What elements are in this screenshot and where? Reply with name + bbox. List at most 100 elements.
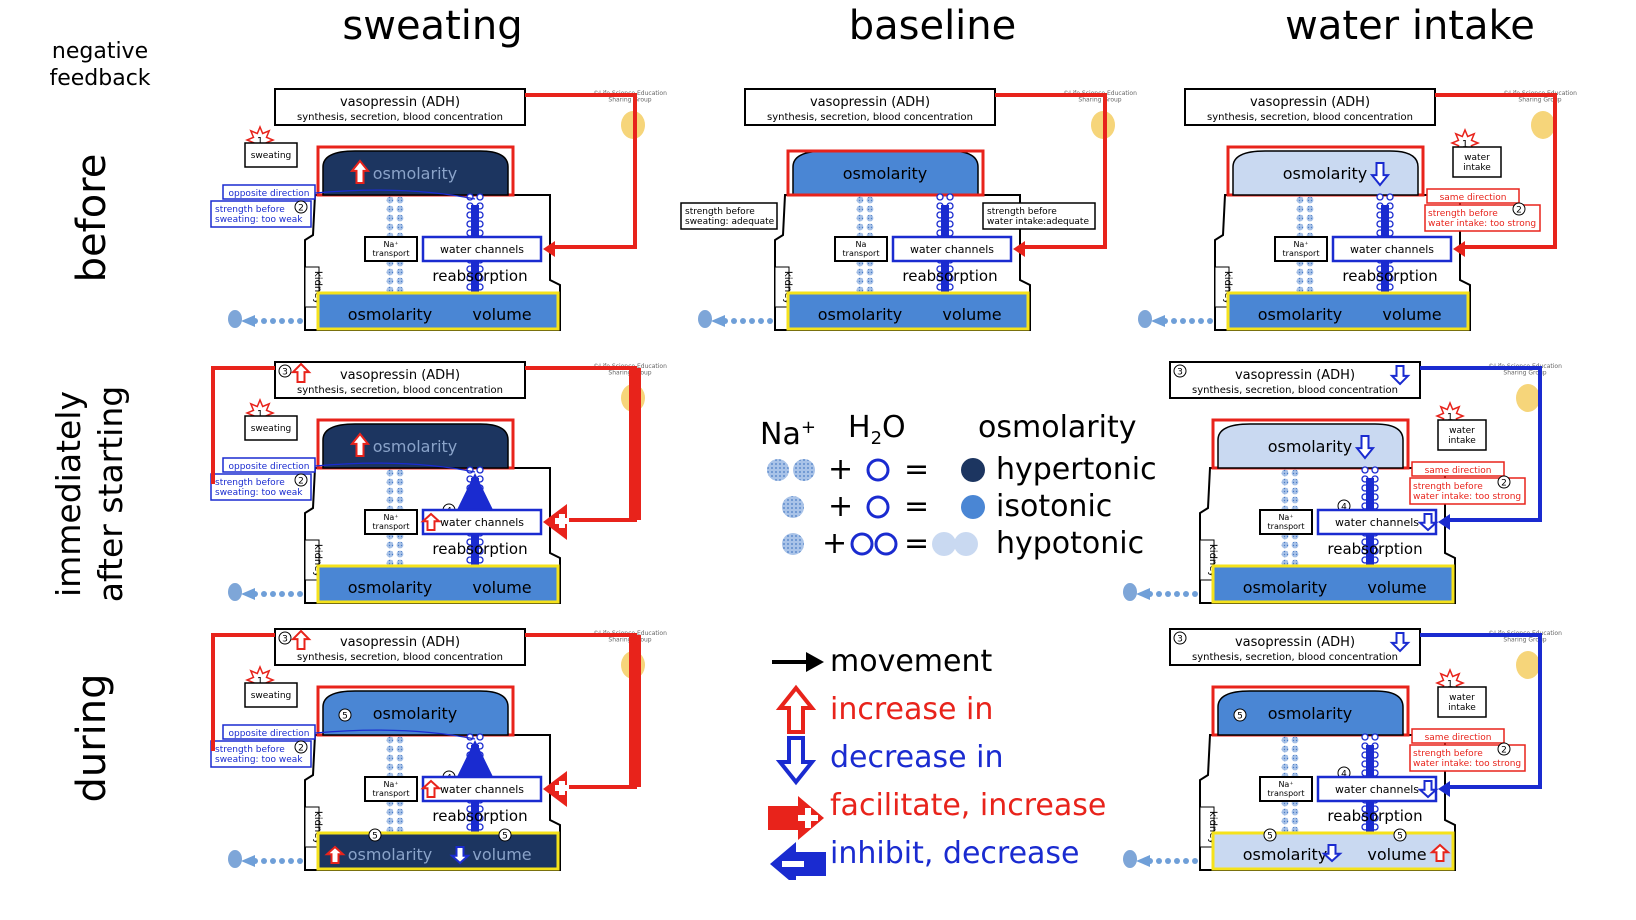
step-number-marker — [278, 364, 292, 378]
water-flow-increase — [453, 740, 497, 785]
blood-osmolarity-fill — [322, 690, 509, 736]
na-ion-icon — [396, 496, 404, 504]
na-ion-icon — [386, 541, 394, 549]
na-ion-icon — [1296, 223, 1304, 231]
na-ion-icon — [386, 205, 394, 213]
kidney-outline — [304, 734, 561, 871]
na-ion-icon — [396, 550, 404, 558]
na-ion-icon — [856, 205, 864, 213]
step-number: 4 — [1341, 770, 1347, 780]
urine-flow-dot — [1207, 318, 1213, 324]
na-ion-icon — [767, 459, 789, 481]
na-ion-icon — [1291, 754, 1299, 762]
urine-flow-dot — [1165, 591, 1171, 597]
strength-box — [680, 202, 778, 230]
na-ion-icon — [396, 817, 404, 825]
water-molecule-icon — [874, 532, 898, 556]
urine-flow-dot — [279, 318, 285, 324]
facilitate-arrow-icon — [1453, 241, 1465, 257]
water-flow-bar — [1381, 205, 1389, 320]
na-ion-icon — [396, 745, 404, 753]
kidney-label: kidney — [312, 544, 323, 577]
kidney-label: kidney — [1207, 544, 1218, 577]
water-channels-box — [421, 235, 543, 263]
na-ion-icon — [866, 196, 874, 204]
na-transport-box — [364, 236, 418, 262]
urine-flow-dot — [261, 858, 267, 864]
legend-hypertonic: hypertonic — [996, 452, 1157, 487]
step-number: 1 — [257, 409, 263, 420]
sweat-feedback-line — [211, 633, 275, 751]
facilitate-arrow-icon — [768, 796, 824, 840]
step-number-marker — [294, 740, 308, 754]
adh-box — [1169, 361, 1421, 399]
hypotonic-dot-icon — [954, 532, 978, 556]
water-channels-box — [421, 508, 543, 536]
urine-volume-label: volume — [942, 305, 1001, 324]
adh-decrease-arrow-icon — [1389, 365, 1411, 386]
urine-flow-dot — [740, 318, 746, 324]
kidney-label: kidney — [1222, 271, 1233, 304]
na-ion-icon — [386, 808, 394, 816]
step-number: 5 — [1237, 712, 1243, 722]
column-header-water-intake: water intake — [1285, 3, 1535, 49]
blood-osmolarity-label: osmolarity — [843, 164, 928, 183]
na-ion-icon — [396, 268, 404, 276]
na-ion-icon — [1291, 469, 1299, 477]
urine-osmolarity-label: osmolarity — [348, 578, 433, 597]
na-ion-icon — [1291, 478, 1299, 486]
step-number-marker — [294, 200, 308, 214]
urine-flow-dot — [1189, 318, 1195, 324]
blood-osmolarity-label: osmolarity — [1268, 437, 1353, 456]
urine-osmolarity-label: osmolarity — [1258, 305, 1343, 324]
toilet-icon — [228, 310, 242, 328]
na-ion-icon — [866, 223, 874, 231]
reabsorption-label: reabsorption — [432, 807, 527, 825]
step-number: 3 — [1177, 368, 1183, 378]
na-transport-box — [1259, 509, 1313, 535]
na-ion-icon — [396, 478, 404, 486]
na-ion-icon — [1306, 268, 1314, 276]
urine-flow-dot — [1156, 858, 1162, 864]
na-ion-icon — [1306, 196, 1314, 204]
strength-box — [210, 473, 312, 501]
na-ion-icon — [1281, 487, 1289, 495]
water-intake-box — [1452, 146, 1502, 178]
adh-title: vasopressin (ADH) — [340, 635, 460, 650]
urine-flow-dot — [279, 858, 285, 864]
water-channels-decrease-arrow-icon — [1417, 513, 1439, 532]
chick-mascot-icon — [1516, 384, 1540, 412]
na-ion-icon — [396, 487, 404, 495]
urine-volume-decrease-arrow-icon — [449, 846, 471, 865]
water-molecule-icon — [1376, 193, 1384, 201]
na-ion-icon — [396, 469, 404, 477]
decrease-arrow-icon — [775, 736, 817, 786]
water-flow-bar — [1366, 478, 1374, 593]
adh-box — [274, 628, 526, 666]
step-number: 5 — [372, 832, 378, 842]
legend-movement: movement — [830, 644, 993, 679]
adh-box — [274, 88, 526, 126]
water-molecule-icon — [866, 495, 890, 519]
adh-box — [744, 88, 996, 126]
direction-label: same direction — [1425, 466, 1492, 476]
na-ion-icon — [386, 214, 394, 222]
reabsorption-label: reabsorption — [1327, 807, 1422, 825]
sweating-box — [244, 415, 298, 441]
na-ion-icon — [1281, 817, 1289, 825]
urine-flow-arrow-icon — [1136, 588, 1150, 600]
urine-volume-label: volume — [1382, 305, 1441, 324]
reabsorption-label: reabsorption — [1342, 267, 1437, 285]
sensor-connector-line — [314, 462, 476, 473]
direction-label: opposite direction — [229, 462, 310, 472]
adh-to-channel-feedback-line — [525, 633, 637, 789]
na-ion-icon — [396, 223, 404, 231]
legend-eq-2: = — [904, 489, 930, 524]
na-ion-icon — [1291, 763, 1299, 771]
adh-decrease-arrow-icon — [1389, 632, 1411, 653]
na-ion-icon — [1291, 745, 1299, 753]
step-number: 1 — [1447, 412, 1453, 423]
blood-osmolarity-fill — [1217, 423, 1404, 469]
